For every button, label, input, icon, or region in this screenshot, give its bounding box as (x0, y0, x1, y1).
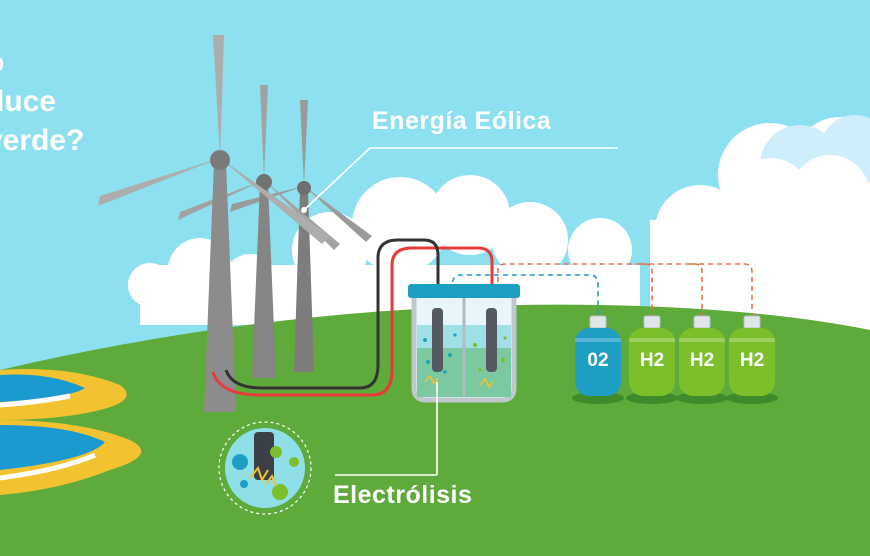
pipe-h2-3 (690, 263, 753, 318)
wire-black (224, 238, 440, 390)
gas-tank (572, 315, 624, 404)
wind-turbines (98, 35, 372, 412)
gas-tank (676, 315, 728, 404)
turbine-front (98, 35, 330, 412)
wire-red (211, 246, 494, 397)
pipe-h2-2 (640, 263, 703, 318)
wind-energy-label: Energía Eólica (372, 107, 552, 135)
gas-pipes (451, 263, 753, 318)
cloud-front (728, 155, 870, 320)
tank-label-h2-3: H2 (739, 350, 765, 371)
electrolyzer (408, 284, 520, 403)
tank-label-h2-2: H2 (689, 350, 715, 371)
pipe-h2-1 (497, 263, 653, 318)
gas-tank (626, 315, 678, 404)
title-line-1: o (0, 44, 4, 82)
electrolysis-label: Electrólisis (333, 481, 473, 509)
gas-tank (726, 315, 778, 404)
title-line-3: verde? (0, 124, 85, 157)
title-line-2: duce (0, 85, 57, 118)
label-connectors (301, 147, 618, 476)
pipe-o2 (451, 274, 599, 318)
wires (211, 238, 494, 397)
electrolysis-zoom (218, 421, 312, 515)
shore (0, 369, 142, 495)
tank-label-h2-1: H2 (639, 350, 665, 371)
gas-tanks (572, 315, 778, 404)
tank-label-o2: 02 (587, 350, 609, 371)
